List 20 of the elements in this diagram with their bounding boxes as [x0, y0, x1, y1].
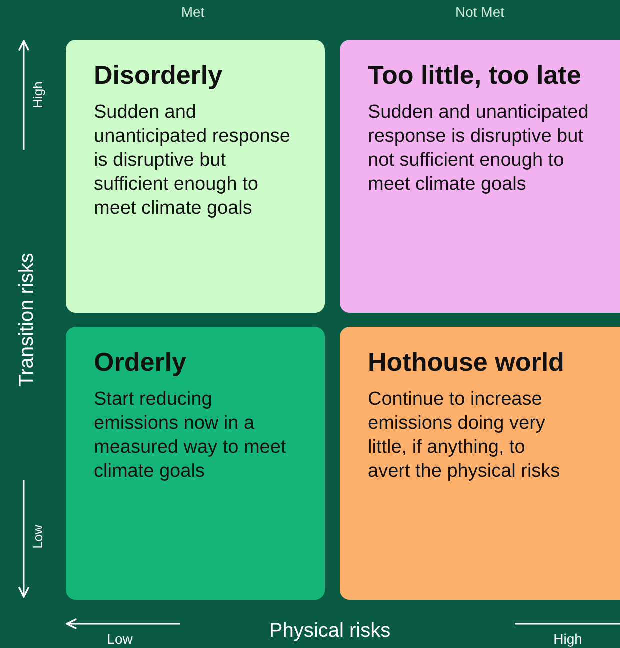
quadrant-card — [340, 40, 620, 313]
quadrant-title: Disorderly — [94, 60, 223, 91]
axis-tick-label: High — [32, 82, 44, 108]
axis-tick-label: High — [554, 632, 582, 646]
column-label: Met — [181, 5, 205, 19]
quadrant-title: Too little, too late — [368, 60, 582, 91]
quadrant-description: Start reducing emissions now in a measured way to meet climate goals — [94, 388, 288, 484]
quadrant-card — [340, 327, 620, 600]
quadrant-description: Sudden and unanticipated response is disruptive but sufficient enough to meet climate goals — [94, 101, 292, 221]
quadrant-title: Hothouse world — [368, 347, 564, 378]
quadrant-description: Sudden and unanticipated response is disruptive but not sufficient enough to meet climate goals — [368, 101, 590, 197]
axis-tick-label: Low — [32, 525, 44, 549]
quadrant-title: Orderly — [94, 347, 186, 378]
quadrant-card — [66, 40, 325, 313]
axis-title: Physical risks — [269, 621, 391, 641]
column-label: Not Met — [456, 5, 504, 19]
quadrant-card — [66, 327, 325, 600]
axis-tick-label: Low — [107, 632, 133, 646]
quadrant-description: Continue to increase emissions doing very little, if anything, to avert the physical risks — [368, 388, 562, 484]
axis-title: Transition risks — [17, 253, 37, 387]
